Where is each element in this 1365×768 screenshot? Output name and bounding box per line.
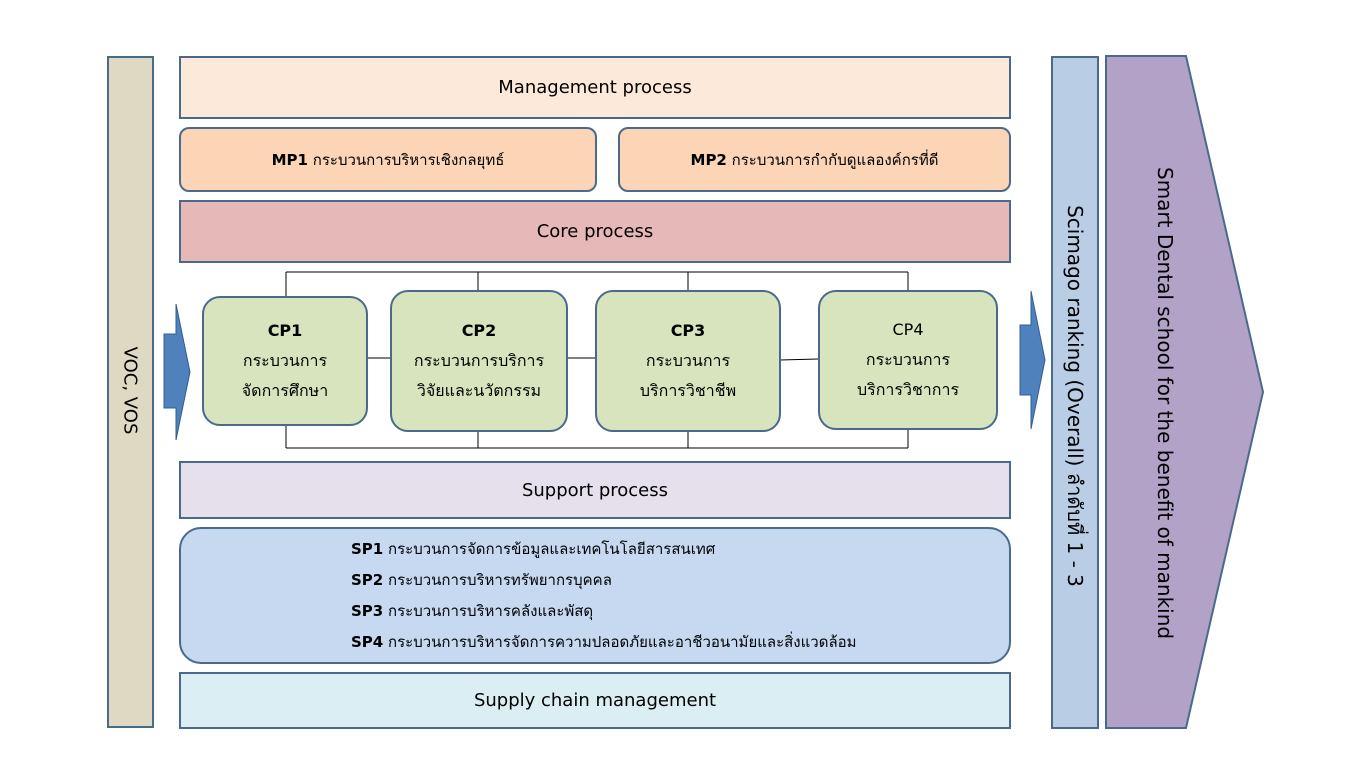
mp1-box: MP1 กระบวนการบริหารเชิงกลยุทธ์ [179,127,597,192]
goal-label: Smart Dental school for the benefit of m… [1153,167,1177,640]
sp2-code: SP2 [351,570,384,589]
sp3-text: กระบวนการบริหารคลังและพัสดุ [388,601,594,620]
cp2-code: CP2 [461,321,497,340]
cp2-box: CP2 กระบวนการบริการ วิจัยและนวัตกรรม [390,290,568,432]
cp3-line1: กระบวนการ [645,351,731,370]
support-process-title: Support process [521,479,669,501]
supply-chain-title: Supply chain management [473,690,717,711]
sp1-text: กระบวนการจัดการข้อมูลและเทคโนโลยีสารสนเท… [388,539,716,558]
cp3-box: CP3 กระบวนการ บริการวิชาชีพ [595,290,781,432]
supply-chain-box: Supply chain management [179,672,1011,729]
management-process-title: Management process [498,77,692,98]
cp2-line1: กระบวนการบริการ [413,351,545,370]
ranking-bar [1051,56,1099,729]
support-process-header: Support process [179,461,1011,519]
cp4-line2: บริการวิชาการ [856,380,960,399]
support-process-list: SP1 กระบวนการจัดการข้อมูลและเทคโนโลยีสาร… [179,527,1011,664]
cp4-box: CP4 กระบวนการ บริการวิชาการ [818,290,998,430]
sp4-code: SP4 [351,632,384,651]
mp2-code: MP2 [690,150,727,169]
cp1-line2: จัดการศึกษา [241,381,329,400]
cp1-box: CP1 กระบวนการ จัดการศึกษา [202,296,368,426]
goal-arrow-shape [1105,55,1265,729]
sp1-code: SP1 [351,539,384,558]
cp4-code: CP4 [892,320,924,339]
cp1-line1: กระบวนการ [242,351,328,370]
sp2-item: SP2 กระบวนการบริหารทรัพยากรบุคคล [351,565,857,596]
voc-vos-bar [107,56,154,728]
ranking-label: Scimago ranking (Overall) ลำดับที่ 1 - 3 [1063,205,1087,587]
output-arrow-icon [1019,290,1046,430]
sp3-item: SP3 กระบวนการบริหารคลังและพัสดุ [351,596,857,627]
mp2-text: กระบวนการกำกับดูแลองค์กรที่ดี [731,150,939,169]
sp4-text: กระบวนการบริหารจัดการความปลอดภัยและอาชีว… [388,632,857,651]
management-process-header: Management process [179,56,1011,119]
cp3-code: CP3 [670,321,706,340]
sp3-code: SP3 [351,601,384,620]
core-process-header: Core process [179,200,1011,263]
voc-vos-label: VOC, VOS [119,346,141,435]
sp4-item: SP4 กระบวนการบริหารจัดการความปลอดภัยและอ… [351,627,857,658]
mp2-box: MP2 กระบวนการกำกับดูแลองค์กรที่ดี [618,127,1011,192]
cp3-line2: บริการวิชาชีพ [639,381,737,400]
input-arrow-icon [163,303,191,441]
sp2-text: กระบวนการบริหารทรัพยากรบุคคล [388,570,612,589]
cp2-line2: วิจัยและนวัตกรรม [416,381,542,400]
sp1-item: SP1 กระบวนการจัดการข้อมูลและเทคโนโลยีสาร… [351,534,857,565]
cp4-line1: กระบวนการ [865,350,951,369]
mp1-text: กระบวนการบริหารเชิงกลยุทธ์ [312,150,505,169]
mp1-code: MP1 [271,150,308,169]
connector-cp3-cp4 [779,358,819,361]
core-process-title: Core process [536,221,654,242]
cp1-code: CP1 [267,321,303,340]
